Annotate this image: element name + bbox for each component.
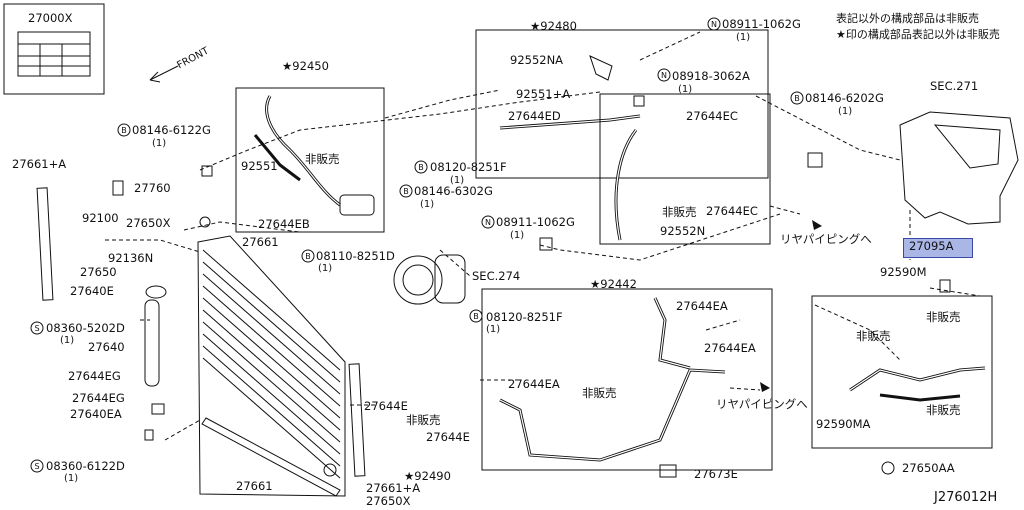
- svg-text:N: N: [711, 20, 717, 29]
- part-08918-3062A[interactable]: 08918-3062A: [672, 69, 750, 83]
- part-92490[interactable]: ★92490: [404, 469, 451, 483]
- part-92552NA[interactable]: 92552NA: [510, 53, 564, 67]
- part-08120-8251F[interactable]: 08120-8251F: [430, 160, 507, 174]
- part-27661A[interactable]: 27661+A: [366, 481, 421, 495]
- front-arrow-icon: [149, 65, 179, 81]
- rear-piping-label: リヤパイピングへ: [780, 232, 872, 246]
- part-27640[interactable]: 27640: [88, 340, 125, 354]
- part-27644EG[interactable]: 27644EG: [68, 369, 121, 383]
- part-27650X[interactable]: 27650X: [366, 494, 411, 508]
- part-08146-6302G[interactable]: 08146-6302G: [414, 184, 493, 198]
- highlighted-part-box[interactable]: [903, 238, 973, 258]
- part-27640EA[interactable]: 27640EA: [70, 407, 122, 421]
- part-92442[interactable]: ★92442: [590, 277, 637, 291]
- sec-271-label: SEC.271: [930, 79, 979, 93]
- part-27661[interactable]: 27661: [236, 479, 273, 493]
- part-27644EC[interactable]: 27644EC: [686, 109, 738, 123]
- part-08120-8251F[interactable]: 08120-8251F: [486, 310, 563, 324]
- part-08911-1062G[interactable]: 08911-1062G: [496, 215, 575, 229]
- diagram-reference-id: J276012H: [934, 490, 998, 505]
- svg-text:B: B: [418, 163, 424, 172]
- part-27644EB[interactable]: 27644EB: [258, 217, 310, 231]
- label-sticker-icon: [17, 31, 91, 77]
- part-08146-6202G[interactable]: 08146-6202G: [805, 91, 884, 105]
- part-27095A[interactable]: 27095A: [909, 239, 954, 253]
- part-27644EC[interactable]: 27644EC: [706, 204, 758, 218]
- part-27644E[interactable]: 27644E: [364, 399, 408, 413]
- not-for-sale-label: 非販売: [662, 205, 697, 219]
- part-27661A[interactable]: 27661+A: [12, 157, 67, 171]
- arrow-icon: [760, 382, 770, 392]
- part-92450[interactable]: ★92450: [282, 59, 329, 73]
- not-for-sale-label: 非販売: [856, 329, 891, 343]
- part-92100[interactable]: 92100: [82, 211, 119, 225]
- box-92450: [235, 87, 385, 233]
- part-08110-8251D[interactable]: 08110-8251D: [316, 249, 395, 263]
- part-27661[interactable]: 27661: [242, 235, 279, 249]
- part-27644ED[interactable]: 27644ED: [508, 109, 561, 123]
- part-92551A[interactable]: 92551+A: [516, 87, 571, 101]
- sec-274-label: SEC.274: [472, 269, 521, 283]
- qty: (1): [152, 138, 167, 149]
- part-08360-6122D[interactable]: 08360-6122D: [46, 459, 125, 473]
- part-92552N[interactable]: 92552N: [660, 224, 706, 238]
- svg-text:N: N: [661, 71, 667, 80]
- part-27644E[interactable]: 27644E: [426, 430, 470, 444]
- nut-icon: [539, 237, 553, 251]
- not-for-sale-label: 非販売: [406, 413, 441, 427]
- part-27650[interactable]: 27650: [80, 265, 117, 279]
- not-for-sale-label: 非販売: [582, 386, 617, 400]
- part-92590M[interactable]: 92590M: [880, 265, 927, 279]
- heater-unit: [899, 111, 1019, 225]
- part-27644EA[interactable]: 27644EA: [676, 299, 728, 313]
- bolt-icon: [201, 165, 213, 177]
- label-box-27000X: [3, 3, 105, 95]
- box-92590M: [811, 295, 993, 449]
- svg-text:S: S: [34, 324, 39, 333]
- arrow-icon: [812, 220, 822, 230]
- box-92480: [475, 29, 769, 179]
- rear-piping-label: リヤパイピングへ: [716, 397, 808, 411]
- svg-text:B: B: [403, 187, 409, 196]
- part-92590MA[interactable]: 92590MA: [816, 417, 871, 431]
- legend-line-1: 表記以外の構成部品は非販売: [836, 12, 979, 25]
- part-92136N[interactable]: 92136N: [108, 251, 154, 265]
- part-27673E[interactable]: 27673E: [694, 467, 738, 481]
- part-27760[interactable]: 27760: [134, 181, 171, 195]
- part-27650AA-icon: [881, 461, 895, 475]
- svg-text:B: B: [794, 94, 800, 103]
- part-27644EG[interactable]: 27644EG: [72, 391, 125, 405]
- legend-line-2: ★印の構成部品表記以外は非販売: [836, 28, 1000, 41]
- part-27650AA[interactable]: 27650AA: [902, 461, 955, 475]
- part-27644EA[interactable]: 27644EA: [704, 341, 756, 355]
- mark-b: B: [121, 126, 127, 135]
- part-08146-6122G[interactable]: 08146-6122G: [132, 123, 211, 137]
- not-for-sale-label: 非販売: [926, 403, 961, 417]
- condenser-core: [197, 235, 346, 497]
- part-92551[interactable]: 92551: [241, 159, 278, 173]
- part-27644EA[interactable]: 27644EA: [508, 377, 560, 391]
- part-27760-icon: [112, 180, 124, 196]
- svg-text:B: B: [473, 312, 479, 321]
- part-92480[interactable]: ★92480: [530, 19, 577, 33]
- part-08360-5202D[interactable]: 08360-5202D: [46, 321, 125, 335]
- svg-text:B: B: [305, 252, 311, 261]
- part-27000X[interactable]: 27000X: [28, 11, 73, 25]
- svg-text:N: N: [485, 218, 491, 227]
- part-08911-1062G[interactable]: 08911-1062G: [722, 17, 801, 31]
- part-27640E[interactable]: 27640E: [70, 284, 114, 298]
- not-for-sale-label: 非販売: [926, 310, 961, 324]
- svg-text:S: S: [34, 462, 39, 471]
- not-for-sale-label: 非販売: [305, 152, 340, 166]
- part-27650X[interactable]: 27650X: [126, 216, 171, 230]
